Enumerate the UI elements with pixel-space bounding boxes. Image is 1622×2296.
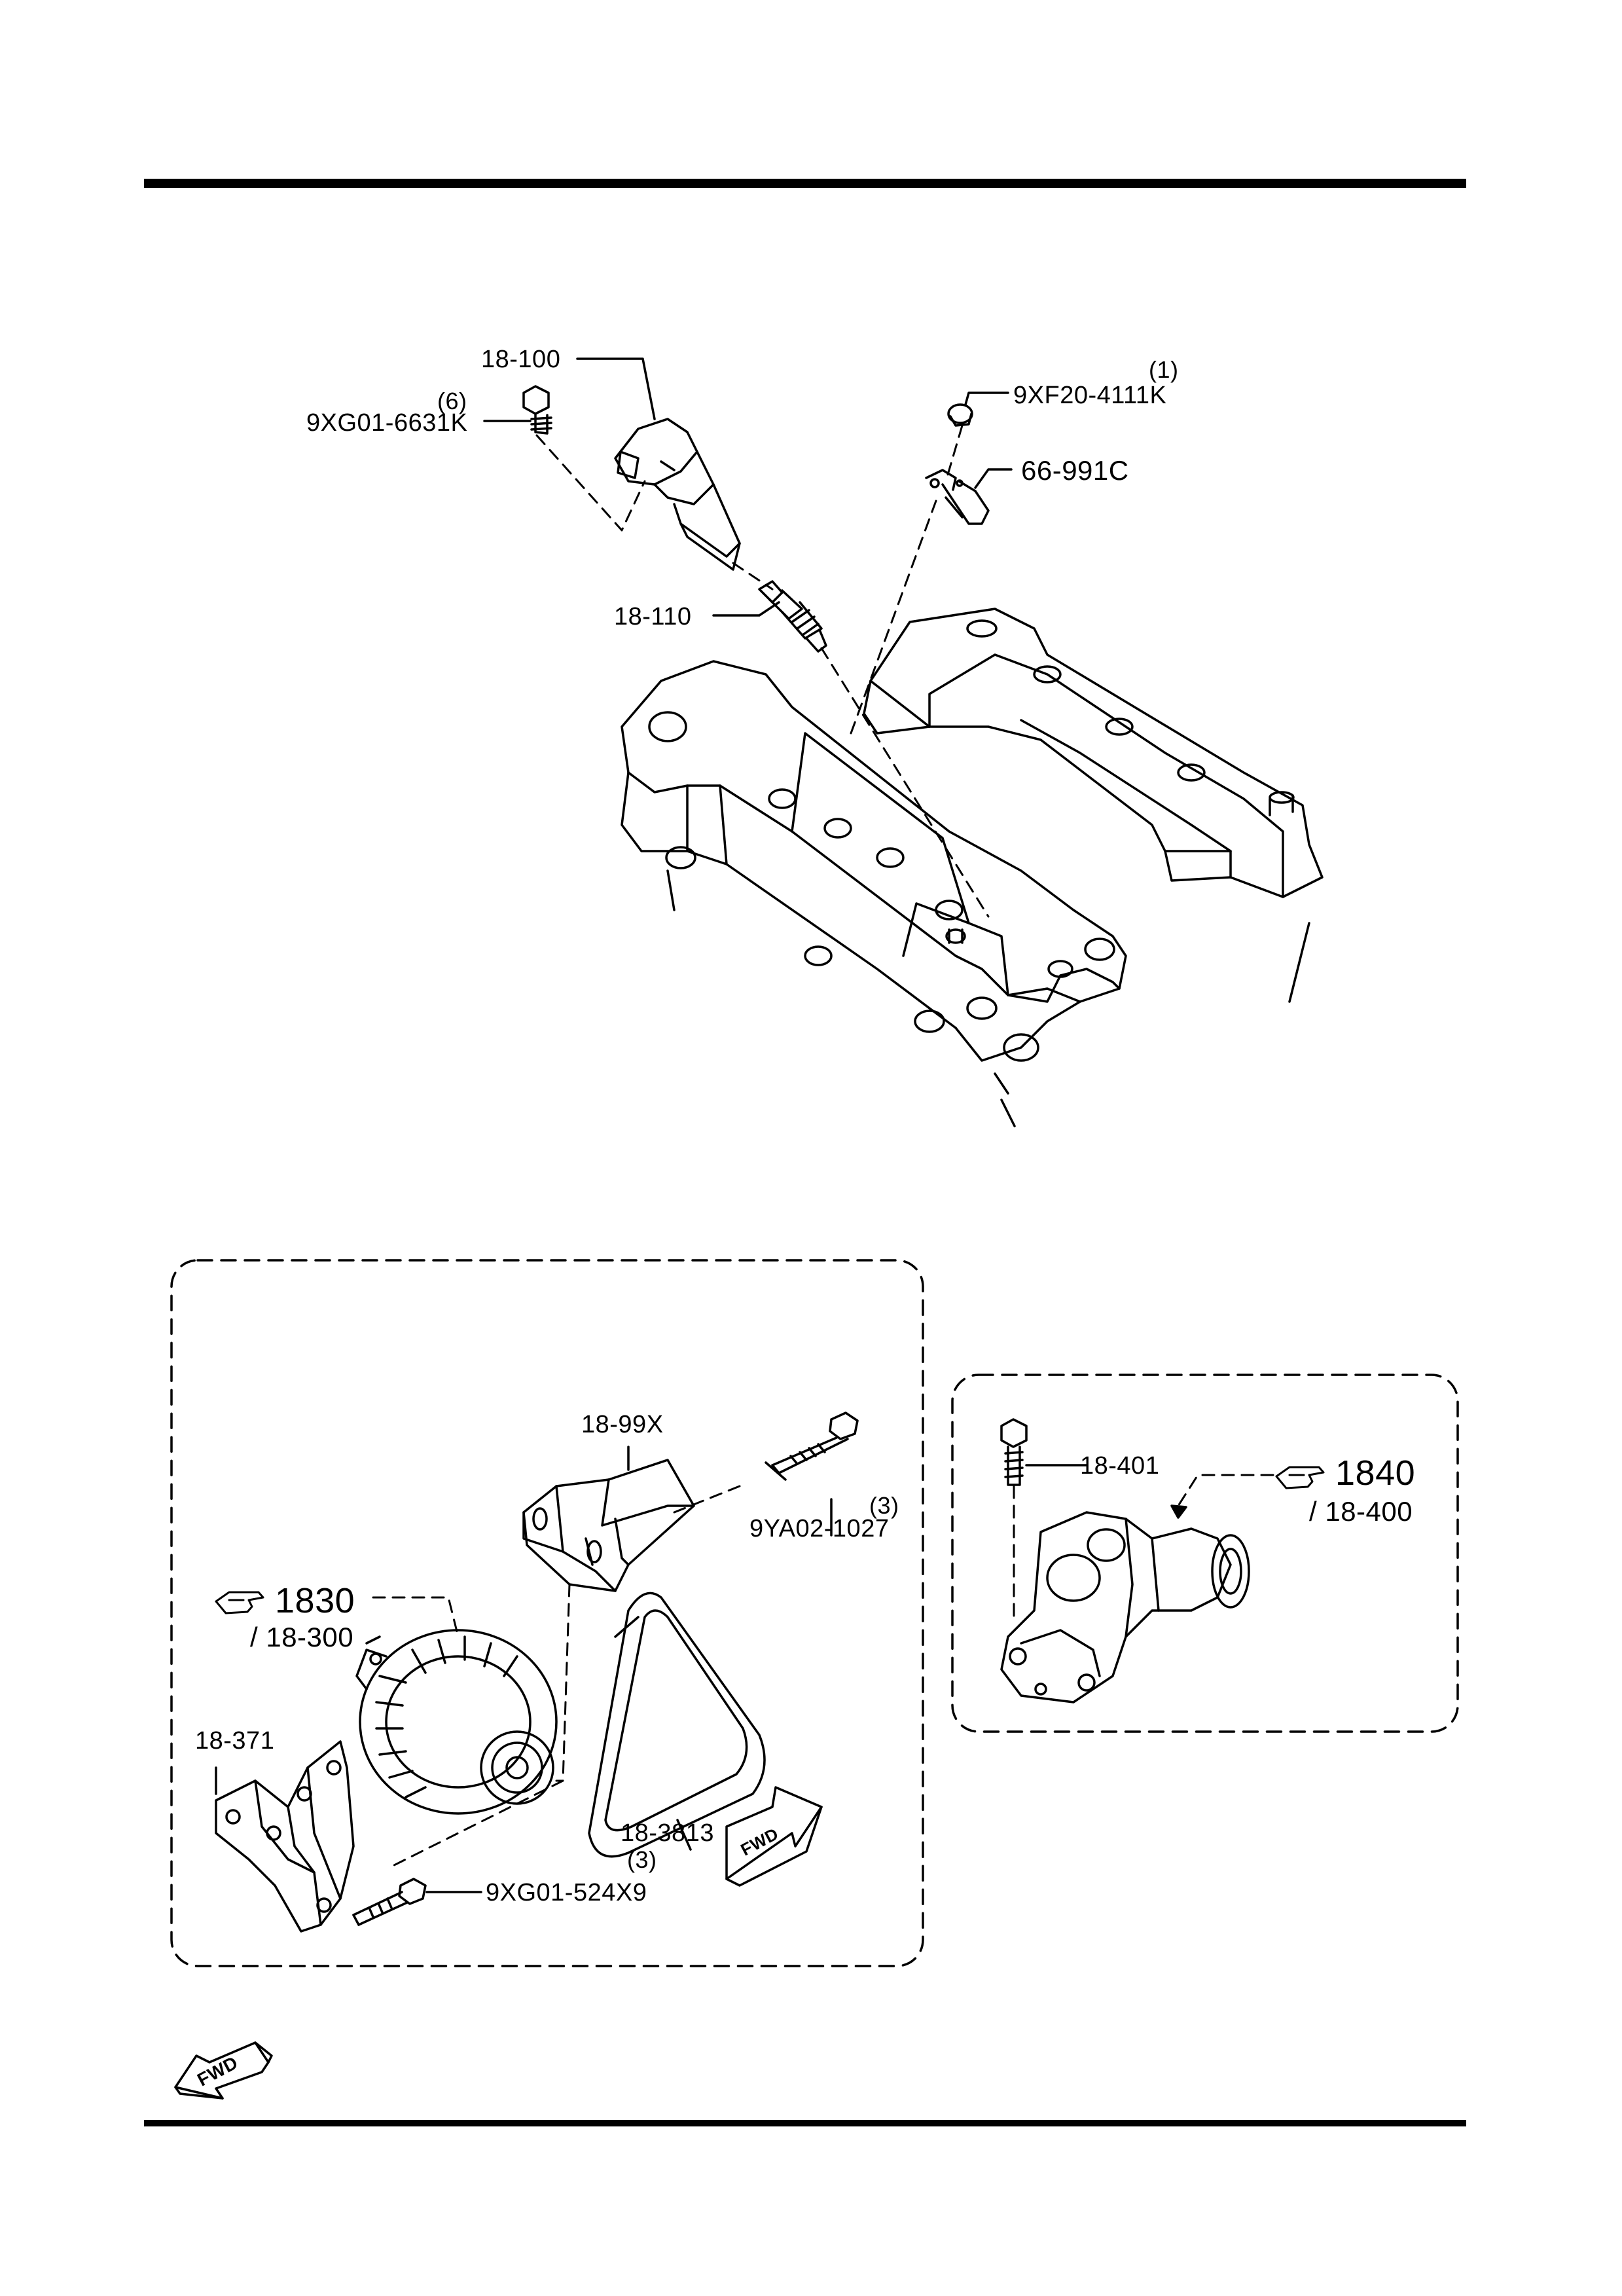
alternator-cover-drawing bbox=[522, 1459, 695, 1592]
coil-bolt-label: 9XG01-6631K bbox=[306, 409, 468, 437]
upper-dashed-lines bbox=[535, 424, 990, 918]
cover-bolt-drawing bbox=[765, 1412, 859, 1481]
alternator-ref-label[interactable]: 1830 bbox=[275, 1581, 355, 1620]
starter-arrowhead bbox=[1170, 1504, 1187, 1519]
ignition-coil-label: 18-100 bbox=[481, 346, 561, 373]
alternator-sub-label: / 18-300 bbox=[250, 1622, 354, 1652]
ignition-coil-drawing bbox=[614, 418, 741, 571]
starter-ref-label[interactable]: 1840 bbox=[1335, 1453, 1416, 1493]
starter-dashed-lines bbox=[1013, 1474, 1274, 1618]
alternator-dashed-box bbox=[170, 1259, 924, 1967]
alternator-bracket-label: 18-371 bbox=[195, 1727, 275, 1755]
cylinder-head-cover-drawing bbox=[621, 608, 1324, 1127]
alternator-drawing bbox=[355, 1629, 558, 1815]
alternator-dashed-lines bbox=[372, 1485, 741, 1867]
starter-motor-drawing bbox=[1000, 1511, 1250, 1704]
clip-qty: (1) bbox=[1149, 356, 1179, 383]
alternator-leader-lines bbox=[215, 1446, 833, 1893]
spark-plug-label: 18-110 bbox=[614, 603, 692, 630]
alternator-bracket-drawing bbox=[215, 1740, 355, 1933]
drive-belt-drawing bbox=[588, 1592, 766, 1858]
bracket-drawing bbox=[925, 469, 990, 525]
starter-bolt-drawing bbox=[1000, 1418, 1088, 1486]
pointing-hand-icon-1830 bbox=[215, 1591, 264, 1614]
starter-bolt-label: 18-401 bbox=[1080, 1452, 1160, 1480]
fwd-arrow-icon-box bbox=[725, 1786, 823, 1887]
cover-label: 18-99X bbox=[581, 1411, 664, 1438]
clip-drawing bbox=[947, 403, 973, 427]
cover-bolt-label: 9YA02-1027 bbox=[749, 1515, 890, 1542]
upper-leader-lines bbox=[483, 357, 1013, 617]
spark-plug-drawing bbox=[758, 580, 827, 653]
coil-bolt-drawing bbox=[522, 385, 552, 435]
top-rule bbox=[144, 179, 1466, 188]
starter-dashed-box bbox=[951, 1374, 1459, 1733]
starter-sub-label: / 18-400 bbox=[1309, 1496, 1413, 1527]
clip-label: 9XF20-4111K bbox=[1013, 382, 1167, 409]
fwd-arrow-icon bbox=[174, 2041, 273, 2100]
mount-bolt-drawing bbox=[352, 1878, 427, 1926]
cover-bolt-qty: (3) bbox=[869, 1492, 899, 1519]
pointing-hand-icon-1840 bbox=[1275, 1466, 1325, 1489]
belt-label: 18-3813 bbox=[621, 1819, 714, 1847]
coil-bolt-qty: (6) bbox=[437, 388, 467, 414]
bottom-rule bbox=[144, 2120, 1466, 2126]
mount-bolt-label: 9XG01-524X9 bbox=[486, 1879, 647, 1906]
bracket-label: 66-991C bbox=[1021, 455, 1129, 486]
mount-bolt-qty: (3) bbox=[627, 1846, 657, 1873]
